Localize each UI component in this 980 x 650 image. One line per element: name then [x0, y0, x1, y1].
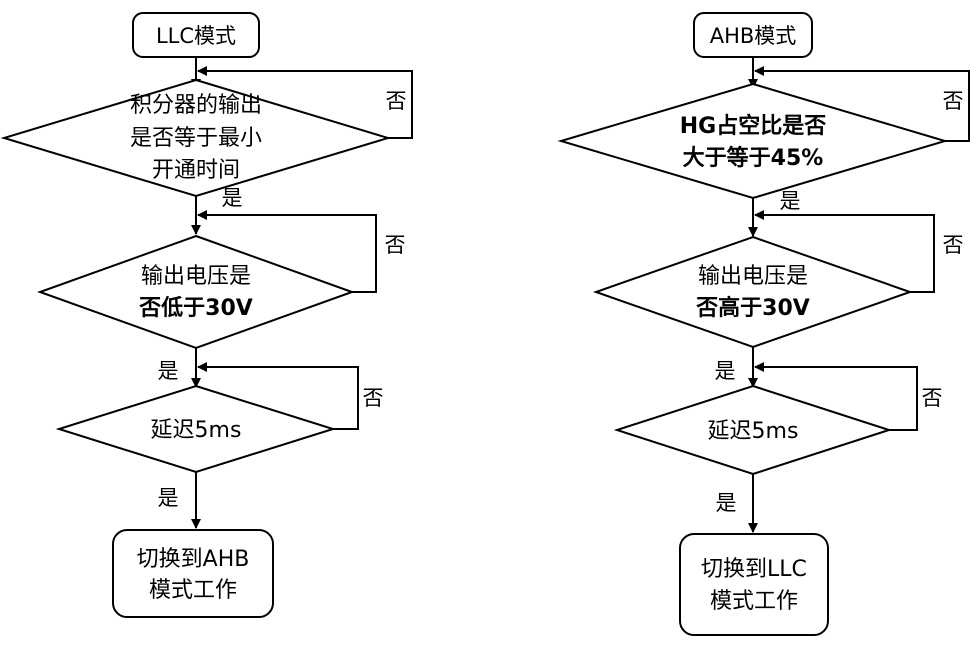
right-d3-label: 延迟5ms	[708, 419, 799, 444]
right-d3-no-label: 否	[922, 386, 943, 410]
left-d2-yes-label: 是	[158, 359, 179, 383]
right-d2-line2: 否高于30V	[695, 295, 810, 321]
left-end-line1: 切换到AHB	[137, 547, 250, 572]
left-d3-label: 延迟5ms	[151, 418, 242, 443]
right-decision-voltage-high	[592, 235, 914, 349]
right-d2-yes-label: 是	[715, 359, 736, 383]
left-d1-line1: 积分器的输出	[130, 93, 262, 118]
right-flowchart: AHB模式 HG占空比是否 大于等于45% 否 是 输出电压是 否高于30V 否…	[557, 12, 970, 636]
left-d1-no-label: 否	[386, 89, 407, 113]
right-start-label: AHB模式	[710, 24, 797, 48]
right-end-line1: 切换到LLC	[701, 557, 807, 582]
right-d1-no-loop	[754, 66, 970, 142]
left-d3-no-loop	[197, 362, 359, 430]
left-start-label: LLC模式	[156, 24, 236, 48]
left-d1-yes-label: 是	[222, 186, 243, 210]
left-d3-yes-label: 是	[158, 486, 179, 510]
left-d2-line2: 否低于30V	[138, 296, 253, 321]
right-end-node	[679, 533, 829, 636]
left-decision-voltage-low	[37, 234, 355, 350]
right-d1-line2: 大于等于45%	[683, 145, 824, 171]
left-d1-line3: 开通时间	[152, 158, 240, 183]
right-d1-yes-label: 是	[780, 189, 801, 213]
left-end-node	[112, 529, 274, 618]
right-d2-no-loop	[754, 210, 935, 293]
right-decision-duty-cycle	[557, 82, 949, 200]
right-d3-no-loop	[754, 362, 918, 431]
left-d3-no-label: 否	[363, 386, 384, 410]
left-end-line2: 模式工作	[149, 578, 237, 603]
left-flowchart: LLC模式 积分器的输出 是否等于最小 开通时间 否 是 输出电压是 否低于30…	[0, 12, 413, 618]
left-d1-no-loop	[197, 66, 413, 139]
left-d2-no-loop	[197, 210, 377, 293]
right-end-line2: 模式工作	[710, 589, 798, 614]
left-d2-no-label: 否	[385, 233, 406, 257]
left-d1-line2: 是否等于最小	[130, 126, 262, 151]
left-d2-line1: 输出电压是	[141, 264, 251, 289]
right-d2-no-label: 否	[943, 233, 964, 257]
right-d2-line1: 输出电压是	[698, 264, 808, 289]
right-d3-yes-label: 是	[716, 491, 737, 515]
right-d1-no-label: 否	[943, 89, 964, 113]
right-d1-line1: HG占空比是否	[680, 113, 826, 139]
